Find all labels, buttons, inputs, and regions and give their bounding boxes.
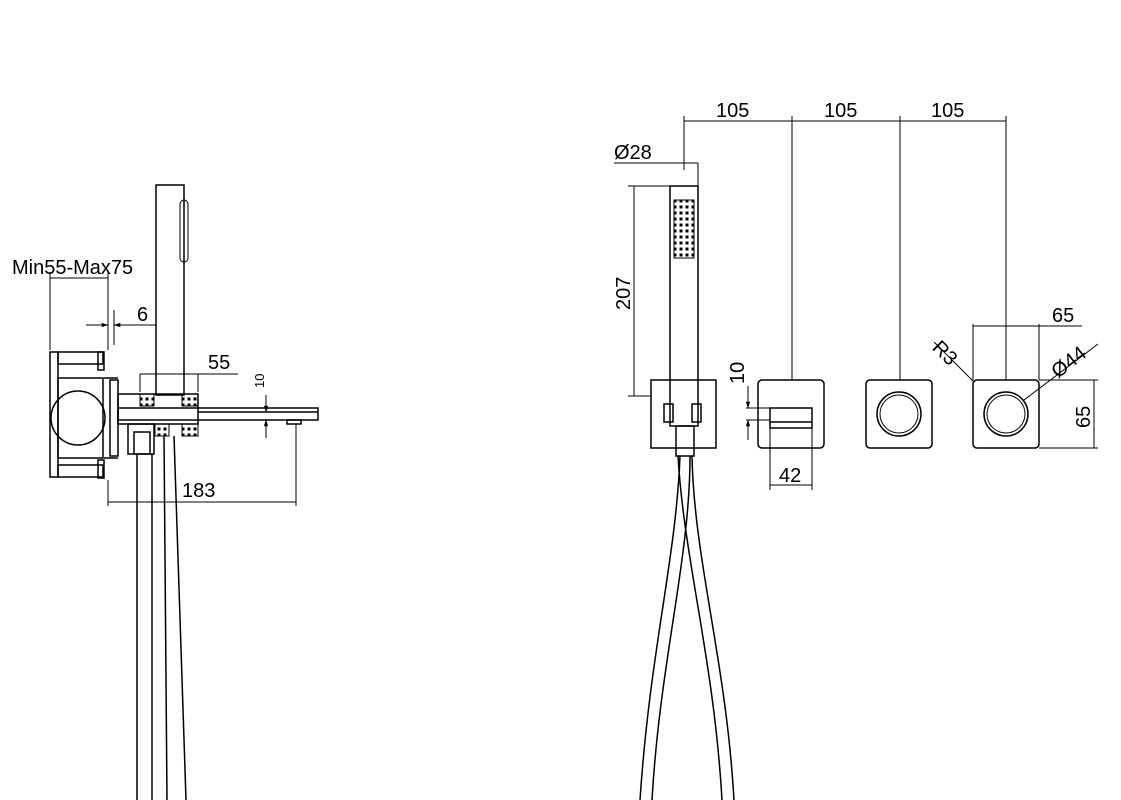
spacing-dimensions: 105 105 105 bbox=[683, 100, 1007, 380]
spout-side bbox=[117, 393, 319, 800]
spacing-1-label: 105 bbox=[716, 100, 749, 122]
handshower-length-dimension: 207 bbox=[613, 185, 670, 397]
spout-projection-label: 183 bbox=[182, 480, 215, 502]
spout-plate-front: 10 42 bbox=[727, 362, 825, 490]
spout-drop-label: 10 bbox=[727, 362, 749, 384]
knob-diameter-label: Ø44 bbox=[1047, 342, 1090, 383]
plate-width-label: 65 bbox=[1052, 305, 1074, 327]
plate-height-label: 65 bbox=[1073, 406, 1095, 428]
hand-shower-front bbox=[639, 185, 735, 800]
wall-thickness-dimension: Min55-Max75 bbox=[12, 257, 133, 350]
wall-thickness-label: Min55-Max75 bbox=[12, 257, 133, 279]
spacing-3-label: 105 bbox=[931, 100, 964, 122]
spout-height-dimension: 55 bbox=[139, 352, 238, 392]
side-view: Min55-Max75 6 55 bbox=[12, 184, 319, 800]
spacing-2-label: 105 bbox=[824, 100, 857, 122]
spout-outlet-label: 10 bbox=[252, 374, 267, 388]
hand-shower-side bbox=[155, 184, 189, 396]
handshower-diameter-label: Ø28 bbox=[614, 142, 652, 164]
front-view: 105 105 105 Ø28 207 bbox=[613, 100, 1099, 800]
diverter-knob-plate bbox=[865, 379, 933, 449]
spout-projection-dimension: 183 bbox=[107, 424, 297, 506]
in-wall-valve-body bbox=[49, 351, 119, 479]
plate-gap-dimension: 6 bbox=[86, 304, 156, 345]
plate-gap-label: 6 bbox=[137, 304, 148, 326]
plate-radius-label: R3 bbox=[928, 337, 962, 371]
spout-width-label: 42 bbox=[779, 465, 801, 487]
spout-outlet-dimension: 10 bbox=[252, 374, 290, 438]
mixer-knob-plate: 65 R3 Ø44 65 bbox=[928, 305, 1099, 449]
spout-height-label: 55 bbox=[208, 352, 230, 374]
handshower-length-label: 207 bbox=[613, 277, 635, 310]
handshower-diameter-dimension: Ø28 bbox=[614, 142, 699, 186]
